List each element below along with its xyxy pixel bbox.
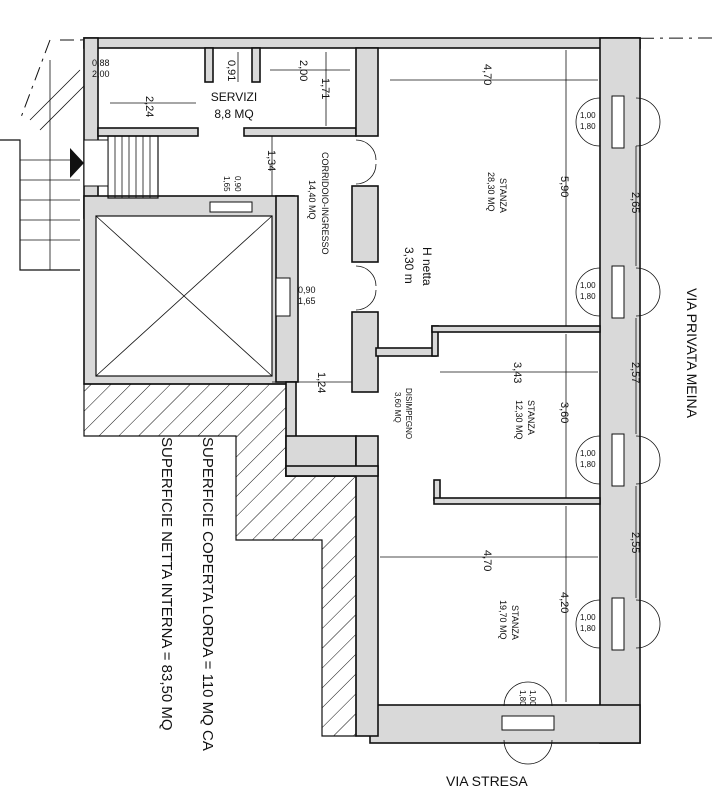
win-r4-h: 1,80 bbox=[580, 624, 596, 633]
windows-core bbox=[209, 201, 291, 317]
disimpegno-name: DISIMPEGNO bbox=[404, 388, 413, 439]
win-r1-h: 1,80 bbox=[580, 122, 596, 131]
dim-470-top: 4,70 bbox=[481, 64, 493, 85]
entrance-door bbox=[70, 139, 109, 187]
stanza-mid-area: 12,30 MQ bbox=[514, 400, 524, 440]
dim-171: 1,71 bbox=[319, 78, 331, 99]
window-bottom bbox=[501, 681, 555, 765]
win-b-w: 1,00 bbox=[528, 690, 537, 706]
win-r3-w: 1,00 bbox=[580, 449, 596, 458]
win-165-a: 1,65 bbox=[222, 176, 231, 192]
corridoio-name: CORRIDOIO-INGRESSO bbox=[320, 152, 330, 255]
street-via-privata-meina: VIA PRIVATA MEINA bbox=[684, 288, 700, 419]
win-200: 2,00 bbox=[92, 69, 110, 79]
stanza-top-area: 28,30 MQ bbox=[486, 172, 496, 212]
dim-124: 1,24 bbox=[315, 372, 327, 393]
win-090-b: 0,90 bbox=[298, 285, 316, 295]
h-netta-value: 3,30 m bbox=[402, 247, 416, 284]
win-r1-w: 1,00 bbox=[580, 111, 596, 120]
dim-265: 2,65 bbox=[629, 192, 641, 213]
internal-stair bbox=[107, 135, 159, 199]
external-stair bbox=[0, 60, 86, 271]
stanza-mid-name: STANZA bbox=[526, 400, 536, 435]
stanza-bottom-name: STANZA bbox=[510, 605, 520, 640]
win-090-a: 0,90 bbox=[233, 176, 242, 192]
dim-091: 0,91 bbox=[225, 60, 237, 81]
servizi-area: 8,8 MQ bbox=[214, 107, 253, 121]
dim-360: 3,60 bbox=[558, 402, 570, 423]
win-165-b: 1,65 bbox=[298, 296, 316, 306]
dim-134: 1,34 bbox=[265, 150, 277, 171]
dim-470-bottom: 4,70 bbox=[481, 550, 493, 571]
stanza-bottom-area: 19,70 MQ bbox=[498, 600, 508, 640]
dim-255: 2,55 bbox=[629, 532, 641, 553]
dim-343: 3,43 bbox=[511, 362, 523, 383]
corridor-door-mid bbox=[355, 265, 377, 311]
dim-224: 2,24 bbox=[143, 96, 155, 117]
disimpegno-area: 3,60 MQ bbox=[393, 392, 402, 423]
hatched-terrace bbox=[83, 383, 357, 737]
stanza-top-name: STANZA bbox=[498, 178, 508, 213]
dim-200: 2,00 bbox=[297, 60, 309, 81]
win-r2-w: 1,00 bbox=[580, 281, 596, 290]
h-netta-label: H netta bbox=[420, 247, 434, 286]
servizi-name: SERVIZI bbox=[211, 90, 257, 104]
dimension-lines bbox=[110, 50, 637, 702]
corridoio-area: 14,40 MQ bbox=[307, 180, 317, 220]
win-r3-h: 1,80 bbox=[580, 460, 596, 469]
win-r2-h: 1,80 bbox=[580, 292, 596, 301]
property-boundary-left bbox=[19, 39, 51, 121]
win-b-h: 1,80 bbox=[518, 690, 527, 706]
street-via-stresa: VIA STRESA bbox=[446, 773, 528, 789]
superficie-lorda: SUPERFICIE COPERTA LORDA = 110 MQ CA bbox=[199, 437, 216, 751]
dim-420: 4,20 bbox=[558, 592, 570, 613]
dim-590: 5,90 bbox=[558, 176, 570, 197]
win-088: 0,88 bbox=[92, 58, 110, 68]
superficie-netta: SUPERFICIE NETTA INTERNA = 83,50 MQ bbox=[158, 437, 175, 731]
windows-right bbox=[575, 95, 661, 651]
win-r4-w: 1,00 bbox=[580, 613, 596, 622]
dim-257: 2,57 bbox=[629, 362, 641, 383]
corridor-door-top bbox=[355, 139, 377, 185]
void-cross bbox=[95, 215, 273, 377]
